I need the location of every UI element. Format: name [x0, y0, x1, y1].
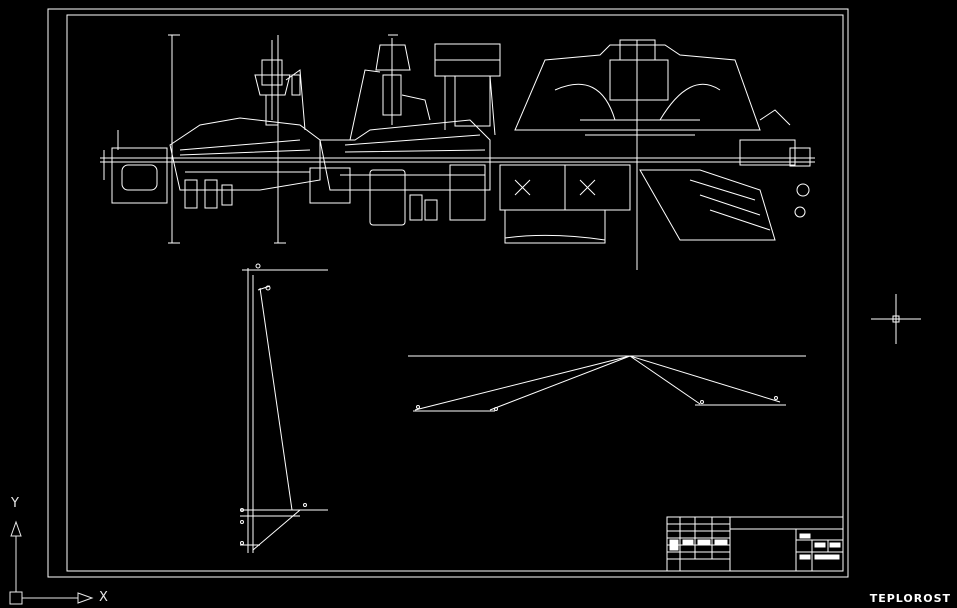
ucs-x-label: X: [99, 590, 108, 605]
sheet-inner-frame: [66, 14, 844, 572]
crosshair-cursor-icon: [871, 294, 921, 344]
turbine-section-drawing[interactable]: [100, 34, 815, 270]
title-block[interactable]: [666, 516, 844, 572]
ucs-y-label: Y: [11, 496, 19, 511]
sheet-outer-frame: [47, 8, 849, 578]
horizontal-schematic[interactable]: [408, 355, 806, 412]
watermark-text: TEPLOROST: [869, 592, 951, 605]
vertical-schematic[interactable]: [240, 263, 328, 553]
ucs-axis-icon: [9, 520, 94, 605]
